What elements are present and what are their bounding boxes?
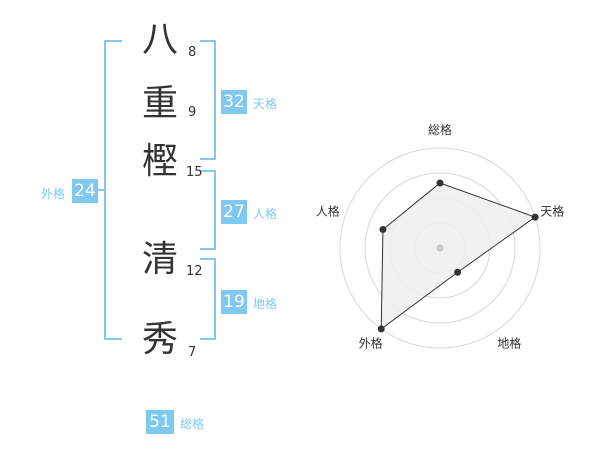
- name-char-5: 秀: [141, 319, 178, 360]
- stroke-count-4: 12: [186, 264, 203, 279]
- name-char-2: 重: [141, 83, 178, 124]
- soukaku-label: 総格: [180, 417, 205, 431]
- radar-point-1: [436, 179, 444, 187]
- gaikaku-badge: 24: [72, 179, 98, 203]
- tenkaku-bracket: [200, 40, 216, 160]
- radar-point-2: [531, 213, 539, 221]
- radar-data-polygon: [380, 182, 537, 330]
- stroke-count-2: 9: [188, 105, 197, 120]
- radar-axis-label-3: 地格: [497, 335, 521, 350]
- gaikaku-label: 外格: [41, 187, 66, 201]
- radar-grid-ring-4: [339, 147, 541, 349]
- jinkaku-badge: 27: [221, 200, 247, 224]
- name-char-4: 清: [141, 239, 178, 280]
- jinkaku-label: 人格: [253, 207, 278, 221]
- stroke-count-3: 15: [186, 165, 203, 180]
- radar-point-4: [377, 325, 385, 333]
- radar-point-5: [379, 225, 387, 233]
- radar-axis-label-1: 総格: [428, 122, 452, 137]
- radar-point-3: [454, 268, 462, 276]
- tenkaku-badge: 32: [221, 90, 247, 114]
- name-char-1: 八: [141, 19, 178, 60]
- gaikaku-connector: [98, 189, 106, 191]
- name-char-3: 樫: [141, 141, 178, 182]
- radar-axis-label-4: 外格: [359, 335, 383, 350]
- radar-grid-ring-3: [364, 172, 516, 324]
- soukaku-badge: 51: [146, 410, 174, 434]
- tenkaku-label: 天格: [253, 97, 278, 111]
- radar-axis-label-2: 天格: [540, 204, 564, 219]
- chikaku-badge: 19: [221, 290, 247, 314]
- radar-axis-label-5: 人格: [316, 204, 340, 219]
- chikaku-label: 地格: [253, 297, 278, 311]
- stroke-count-1: 8: [188, 45, 197, 60]
- jinkaku-bracket: [200, 170, 216, 250]
- stroke-count-5: 7: [188, 345, 197, 360]
- chikaku-bracket: [200, 258, 216, 340]
- radar-center-dot: [436, 244, 444, 252]
